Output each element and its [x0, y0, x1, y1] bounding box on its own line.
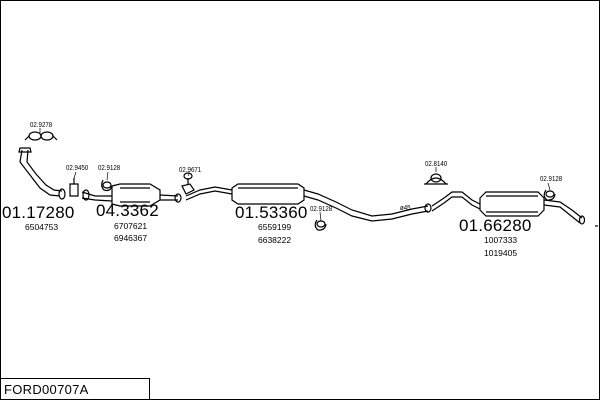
rear-muffler-drawing — [431, 191, 598, 227]
rubber-hanger-drawing — [101, 179, 113, 192]
accessory-number: 02.9671 — [179, 165, 202, 174]
clamp-drawing — [424, 173, 448, 185]
pipe-diameter-label: ø45 — [400, 203, 411, 212]
clamp-drawing — [69, 178, 79, 197]
model-code: FORD00707A — [4, 382, 89, 397]
oe-number: 1007333 — [484, 235, 518, 245]
front-pipe-drawing — [18, 147, 66, 200]
catalytic-converter-drawing — [81, 183, 182, 207]
accessory-number: 02.9128 — [98, 163, 121, 172]
gasket-drawing — [24, 131, 58, 141]
middle-muffler-drawing — [185, 183, 432, 222]
leader-line — [187, 173, 190, 177]
leader-line — [106, 171, 109, 181]
part-number: 01.53360 — [235, 203, 308, 222]
oe-number: 6707621 — [114, 221, 148, 231]
model-code-box: FORD00707A — [0, 378, 150, 399]
rubber-hanger-drawing — [314, 219, 327, 231]
accessory-number: 02.9278 — [30, 120, 53, 129]
part-number: 01.17280 — [2, 203, 75, 222]
accessory-number: 02.8140 — [425, 159, 448, 168]
leader-line — [73, 171, 77, 179]
oe-number: 6559199 — [258, 222, 292, 232]
accessory-number: 02.9128 — [310, 204, 333, 213]
oe-number: 6638222 — [258, 235, 292, 245]
rubber-hanger-drawing — [543, 189, 556, 201]
leader-line — [547, 182, 551, 191]
oe-number: 6946367 — [114, 233, 148, 243]
clamp-drawing — [181, 172, 195, 195]
accessory-number: 02.9450 — [66, 163, 89, 172]
oe-number: 6504753 — [25, 222, 59, 232]
part-number: 01.66280 — [459, 216, 532, 235]
oe-number: 1019405 — [484, 248, 518, 258]
leader-line — [319, 211, 322, 222]
part-number: 04.3362 — [96, 201, 159, 220]
accessory-number: 02.9128 — [540, 174, 563, 183]
